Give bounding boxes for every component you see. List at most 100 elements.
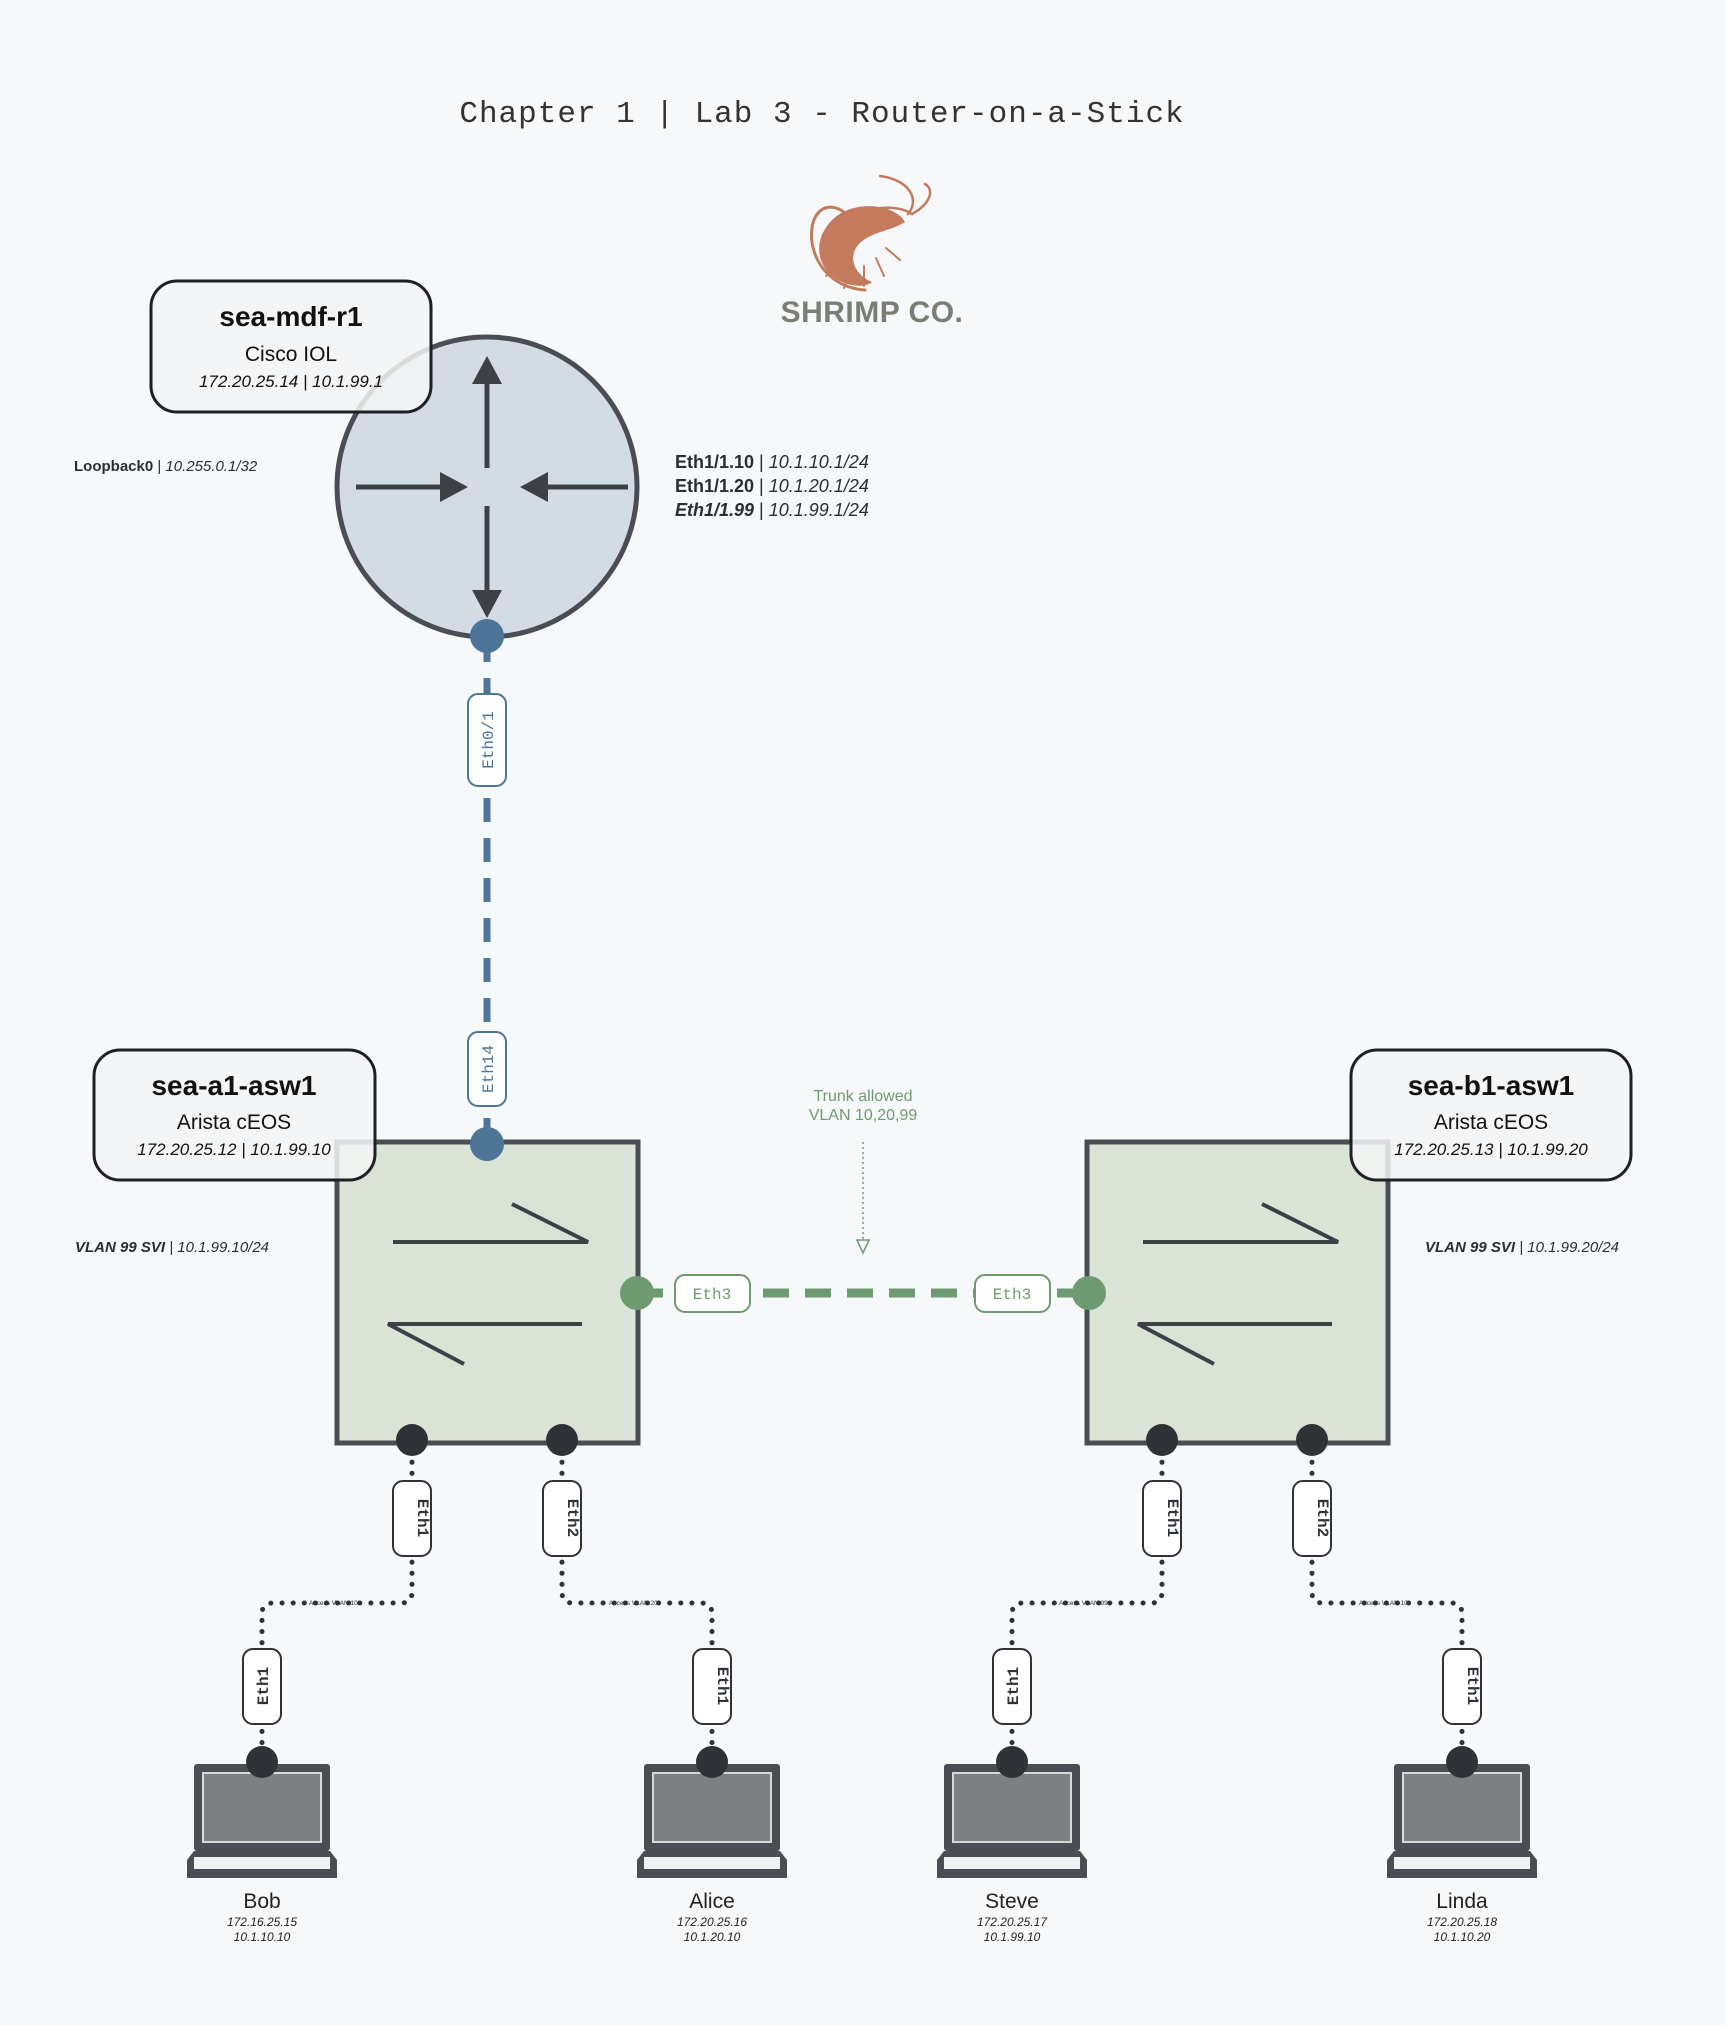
subinterface: Eth1/1.10 | 10.1.10.1/24 — [675, 452, 869, 472]
logo-text: SHRIMP CO. — [781, 296, 964, 329]
svg-text:Eth0/1: Eth0/1 — [480, 711, 498, 769]
switch-ips: 172.20.25.13 | 10.1.99.20 — [1394, 1140, 1588, 1159]
port-label-switch-b-eth1[interactable]: Eth1 — [1142, 1480, 1182, 1557]
svg-text:Eth1: Eth1 — [1463, 1667, 1481, 1705]
svg-text:VLAN 10,20,99: VLAN 10,20,99 — [809, 1107, 918, 1124]
port-label-linda-eth1[interactable]: Eth1 — [1442, 1648, 1482, 1725]
switch-model: Arista cEOS — [1434, 1111, 1548, 1134]
port-switch-a-eth3[interactable] — [620, 1276, 654, 1310]
host-name: Alice — [689, 1890, 735, 1913]
switch-a-label: sea-a1-asw1 Arista cEOS 172.20.25.12 | 1… — [92, 1048, 377, 1182]
host-name: Linda — [1436, 1890, 1488, 1913]
router-arrows-icon — [356, 356, 628, 618]
shrimp-body — [819, 206, 905, 286]
router-model: Cisco IOL — [245, 343, 337, 366]
host-name: Steve — [985, 1890, 1039, 1913]
svg-text:Eth3: Eth3 — [693, 1286, 731, 1304]
port-label-router-eth0-1[interactable]: Eth0/1 — [467, 693, 507, 787]
svg-text:Eth1: Eth1 — [1163, 1499, 1181, 1537]
svg-text:Eth1: Eth1 — [713, 1667, 731, 1705]
subinterface: Eth1/1.20 | 10.1.20.1/24 — [675, 476, 869, 496]
switch-sea-b1-asw1[interactable] — [1084, 1139, 1391, 1446]
switch-sea-a1-asw1[interactable] — [334, 1139, 641, 1446]
switch-icon — [1084, 1139, 1391, 1446]
router-subinterfaces: Eth1/1.10 | 10.1.10.1/24 Eth1/1.20 | 10.… — [675, 452, 869, 520]
access-links — [259, 1437, 1465, 1765]
svg-text:Eth2: Eth2 — [563, 1499, 581, 1537]
host-alice[interactable]: Alice 172.20.25.16 10.1.20.10 — [637, 1746, 787, 1944]
host-linda[interactable]: Linda 172.20.25.18 10.1.10.20 — [1387, 1746, 1537, 1944]
port-label-switch-a-eth3[interactable]: Eth3 — [674, 1274, 751, 1313]
port-bob-eth1[interactable] — [246, 1746, 278, 1778]
host-bob[interactable]: Bob 172.16.25.15 10.1.10.10 — [187, 1746, 337, 1944]
switch-model: Arista cEOS — [177, 1111, 291, 1134]
port-steve-eth1[interactable] — [996, 1746, 1028, 1778]
switch-a-svi: VLAN 99 SVI | 10.1.99.10/24 — [75, 1239, 269, 1256]
svg-text:Trunk allowed: Trunk allowed — [813, 1088, 912, 1105]
switch-arrows-icon — [1137, 1202, 1339, 1366]
port-switch-b-eth3[interactable] — [1072, 1276, 1106, 1310]
port-label-alice-eth1[interactable]: Eth1 — [692, 1648, 732, 1725]
host-mgmt-ip: 172.16.25.15 — [227, 1915, 297, 1929]
port-label-switch-b-eth3[interactable]: Eth3 — [974, 1274, 1051, 1313]
port-label-bob-eth1[interactable]: Eth1 — [242, 1648, 282, 1725]
trunk-note-arrowhead — [855, 1239, 871, 1255]
access-vlan-label: Access VLAN 10 — [309, 1600, 358, 1607]
access-link-bob[interactable] — [259, 1437, 415, 1765]
svg-text:Eth1: Eth1 — [413, 1499, 431, 1537]
laptop-icon — [187, 1764, 337, 1878]
switch-icon — [334, 1139, 641, 1446]
host-mgmt-ip: 172.20.25.16 — [677, 1915, 747, 1929]
port-label-steve-eth1[interactable]: Eth1 — [992, 1648, 1032, 1725]
host-name: Bob — [243, 1890, 280, 1913]
router-ips: 172.20.25.14 | 10.1.99.1 — [199, 372, 383, 391]
switch-ips: 172.20.25.12 | 10.1.99.10 — [137, 1140, 331, 1159]
port-switch-a-eth1[interactable] — [396, 1424, 428, 1456]
port-linda-eth1[interactable] — [1446, 1746, 1478, 1778]
page-title: Chapter 1 | Lab 3 - Router-on-a-Stick — [459, 97, 1184, 132]
access-link-linda[interactable] — [1309, 1437, 1465, 1765]
svg-text:Eth1: Eth1 — [255, 1667, 273, 1705]
switch-arrows-icon — [387, 1202, 589, 1366]
svg-text:Eth2: Eth2 — [1313, 1499, 1331, 1537]
port-alice-eth1[interactable] — [696, 1746, 728, 1778]
port-label-switch-a-eth2[interactable]: Eth2 — [542, 1480, 582, 1557]
subinterface: Eth1/1.99 | 10.1.99.1/24 — [675, 500, 869, 520]
host-ip: 10.1.20.10 — [684, 1930, 741, 1944]
host-steve[interactable]: Steve 172.20.25.17 10.1.99.10 — [937, 1746, 1087, 1944]
access-link-steve[interactable] — [1009, 1437, 1165, 1765]
port-switch-b-eth2[interactable] — [1296, 1424, 1328, 1456]
port-router-eth0-1[interactable] — [470, 619, 504, 653]
access-vlan-label: Access VLAN 99 — [1059, 1600, 1108, 1607]
access-vlan-label: Access VLAN 10 — [1359, 1600, 1408, 1607]
shrimp-co-logo: SHRIMP CO. — [781, 174, 964, 329]
laptop-icon — [637, 1764, 787, 1878]
port-switch-b-eth1[interactable] — [1146, 1424, 1178, 1456]
laptop-icon — [1387, 1764, 1537, 1878]
switch-hostname: sea-b1-asw1 — [1408, 1070, 1575, 1101]
svg-text:Eth1: Eth1 — [1005, 1667, 1023, 1705]
port-label-switch-b-eth2[interactable]: Eth2 — [1292, 1480, 1332, 1557]
port-label-switch-a-eth1[interactable]: Eth1 — [392, 1480, 432, 1557]
access-vlan-label: Access VLAN 20 — [609, 1600, 658, 1607]
port-label-switch-eth14[interactable]: Eth14 — [467, 1031, 507, 1107]
router-hostname: sea-mdf-r1 — [219, 301, 362, 332]
switch-hostname: sea-a1-asw1 — [151, 1070, 316, 1101]
port-switch-a-eth14[interactable] — [470, 1127, 504, 1161]
host-ip: 10.1.99.10 — [984, 1930, 1041, 1944]
switch-b-label: sea-b1-asw1 Arista cEOS 172.20.25.13 | 1… — [1349, 1048, 1633, 1182]
svg-text:Eth3: Eth3 — [993, 1286, 1031, 1304]
access-vlan-labels: Access VLAN 10 Access VLAN 20 Access VLA… — [309, 1600, 1408, 1607]
access-link-alice[interactable] — [559, 1437, 715, 1765]
host-mgmt-ip: 172.20.25.17 — [977, 1915, 1048, 1929]
switch-b-svi: VLAN 99 SVI | 10.1.99.20/24 — [1425, 1239, 1619, 1256]
router-label: sea-mdf-r1 Cisco IOL 172.20.25.14 | 10.1… — [149, 279, 433, 414]
host-mgmt-ip: 172.20.25.18 — [1427, 1915, 1497, 1929]
host-ip: 10.1.10.20 — [1434, 1930, 1491, 1944]
trunk-note: Trunk allowed VLAN 10,20,99 — [809, 1088, 918, 1255]
svg-text:Eth14: Eth14 — [480, 1045, 498, 1093]
laptop-icon — [937, 1764, 1087, 1878]
host-ip: 10.1.10.10 — [234, 1930, 291, 1944]
port-switch-a-eth2[interactable] — [546, 1424, 578, 1456]
